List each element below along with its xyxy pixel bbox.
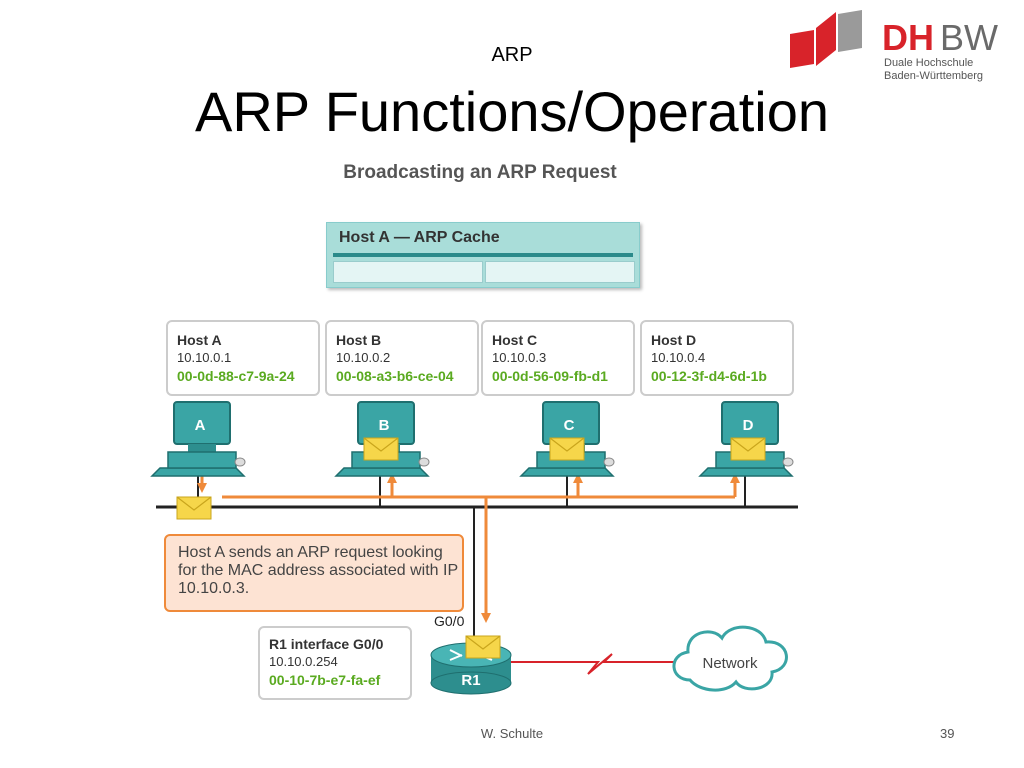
dhbw-logo: DH BW Duale Hochschule Baden-Württemberg [788,8,1008,88]
footer-author: W. Schulte [480,726,544,741]
router-ip: 10.10.0.254 [269,654,338,669]
router-card-title: R1 interface G0/0 [269,636,384,652]
host-name: Host D [651,332,697,348]
arp-cache-title: Host A — ARP Cache [339,229,500,246]
host-name: Host C [492,332,538,348]
computer-b-icon: B [334,401,430,477]
computer-a-letter: A [195,417,206,434]
router-label: R1 [461,672,480,689]
computer-d-icon: D [698,401,794,477]
host-card-a: Host A 10.10.0.1 00-0d-88-c7-9a-24 [166,320,320,396]
host-ip: 10.10.0.2 [336,350,391,365]
computer-c-letter: C [564,417,575,434]
arp-cache-cell-mac [485,261,635,283]
envelope-bus-icon [176,496,212,520]
host-card-b: Host B 10.10.0.2 00-08-a3-b6-ce-04 [325,320,479,396]
host-mac: 00-0d-56-09-fb-d1 [492,368,608,384]
logo-bw: BW [940,17,998,58]
computer-b-letter: B [379,417,390,434]
arp-request-callout: Host A sends an ARP request looking for … [164,534,464,612]
host-ip: 10.10.0.4 [651,350,706,365]
callout-text: Host A sends an ARP request looking for … [178,544,458,597]
arp-cache-header-bar [333,253,633,257]
slide-kicker: ARP [491,44,533,66]
wan-link [511,653,682,675]
diagram-title: Broadcasting an ARP Request [343,162,617,183]
envelope-c-icon [549,437,585,461]
envelope-d-icon [730,437,766,461]
host-mac: 00-0d-88-c7-9a-24 [177,368,295,384]
slide-title: ARP Functions/Operation [195,80,829,143]
logo-line1: Duale Hochschule [884,57,973,69]
host-card-d: Host D 10.10.0.4 00-12-3f-d4-6d-1b [640,320,794,396]
computer-c-icon: C [519,401,615,477]
host-name: Host A [177,332,222,348]
envelope-b-icon [363,437,399,461]
arp-cache-table: Host A — ARP Cache [326,222,640,288]
broadcast-path [197,466,740,623]
router-mac: 00-10-7b-e7-fa-ef [269,672,381,688]
logo-mark-right [838,10,862,52]
router-r1-icon: R1 [430,635,512,695]
computer-d-letter: D [743,417,754,434]
logo-line2: Baden-Württemberg [884,70,983,82]
logo-mark-mid [816,12,836,66]
host-name: Host B [336,332,382,348]
page-number: 39 [940,726,955,741]
logo-dh: DH [882,17,934,58]
host-mac: 00-12-3f-d4-6d-1b [651,368,767,384]
computer-a-icon: A [150,401,246,477]
network-cloud-icon: Network [672,625,788,692]
host-ip: 10.10.0.3 [492,350,547,365]
arp-cache-cell-ip [333,261,483,283]
host-ip: 10.10.0.1 [177,350,232,365]
host-mac: 00-08-a3-b6-ce-04 [336,368,454,384]
envelope-router-icon [465,635,501,659]
router-interface-label: G0/0 [434,613,465,629]
network-cloud-label: Network [702,655,758,672]
router-card: R1 interface G0/0 10.10.0.254 00-10-7b-e… [258,626,412,700]
host-card-c: Host C 10.10.0.3 00-0d-56-09-fb-d1 [481,320,635,396]
logo-mark-left [790,30,814,68]
